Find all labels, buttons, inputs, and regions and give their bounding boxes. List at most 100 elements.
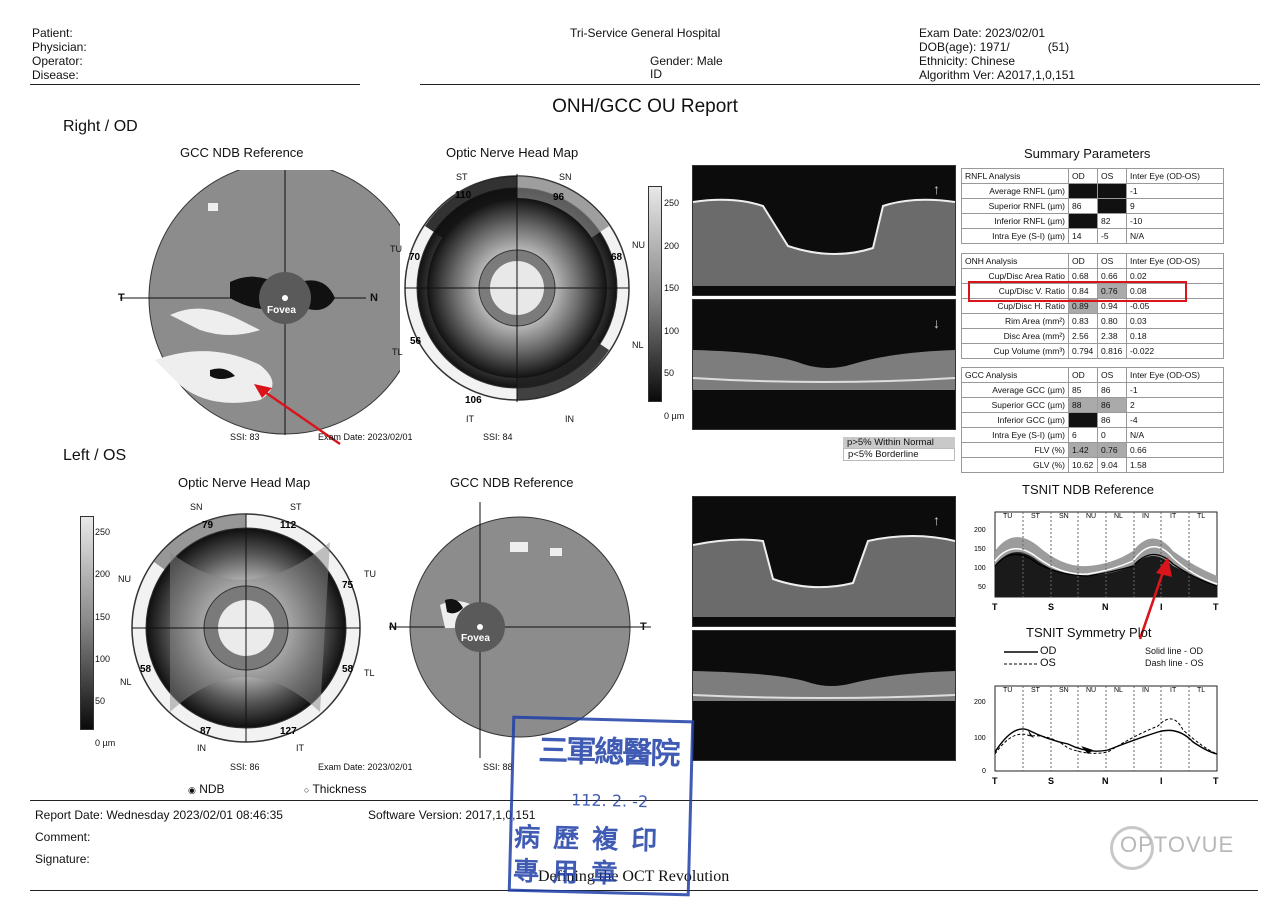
onh-head-3: Inter Eye (OD-OS)	[1126, 253, 1224, 269]
gcc-head-0: GCC Analysis	[961, 367, 1069, 383]
os-scale-250: 250	[95, 527, 111, 537]
rnfl-r0-c3: -1	[1126, 183, 1224, 199]
sym-sector-6: IT	[1170, 687, 1177, 694]
onh-r4-c2: 2.38	[1097, 328, 1127, 344]
ndb-sector-7: TL	[1197, 513, 1205, 520]
patient-label: Patient:	[32, 26, 73, 40]
gcc-r5-c3: 1.58	[1126, 457, 1224, 473]
os-onh-map: 79 112 75 58 58 87 127	[131, 513, 361, 743]
sym-solid-key: Solid line - OD	[1145, 646, 1204, 656]
rnfl-r3-c0: Intra Eye (S-I) (µm)	[961, 228, 1069, 244]
thickness-radio[interactable]: ○ Thickness	[304, 782, 367, 796]
rnfl-r3-c1: 14	[1068, 228, 1098, 244]
ndb-sector-2: SN	[1059, 513, 1069, 520]
gcc-r4-c1: 1.42	[1068, 442, 1098, 458]
gcc-r3-c2: 0	[1097, 427, 1127, 443]
od-gcc-ndb-map: Fovea	[120, 170, 400, 435]
onh-r4-c0: Disc Area (mm²)	[961, 328, 1069, 344]
os-value-it: 127	[280, 726, 297, 737]
os-scale-50: 50	[95, 696, 106, 707]
sym-x-t2: T	[1213, 776, 1219, 786]
id-label: ID	[650, 67, 662, 81]
sym-sector-1: ST	[1031, 687, 1041, 694]
rnfl-r2-c0: Inferior RNFL (µm)	[961, 213, 1069, 229]
os-value-sn: 79	[202, 520, 214, 531]
rnfl-table: RNFL Analysis OD OS Inter Eye (OD-OS) Av…	[961, 168, 1224, 244]
os-scale-0: 0 µm	[95, 738, 116, 749]
gcc-table: GCC Analysis OD OS Inter Eye (OD-OS) Ave…	[961, 367, 1224, 473]
od-scale-150: 150	[664, 283, 680, 293]
algorithm-version: Algorithm Ver: A2017,1,0,151	[919, 68, 1076, 82]
od-exam-date: Exam Date: 2023/02/01	[318, 432, 413, 442]
od-sector-in: IN	[565, 414, 574, 424]
physician-label: Physician:	[32, 40, 87, 54]
gcc-r2-c3: -4	[1126, 412, 1224, 428]
os-sector-nu: NU	[118, 574, 131, 584]
od-gcc-title: GCC NDB Reference	[180, 145, 304, 160]
ndb-x-t2: T	[1213, 602, 1219, 612]
os-fovea-label: Fovea	[461, 633, 490, 644]
os-t-label: T	[640, 621, 647, 633]
onh-r4-c1: 2.56	[1068, 328, 1098, 344]
os-n-label: N	[389, 621, 397, 633]
ndb-legend: p>5% Within Normal p<5% Borderline	[843, 437, 955, 461]
sym-x-i: I	[1160, 776, 1163, 786]
os-bscan-onh: ↑	[692, 496, 956, 627]
od-ssi-gcc: SSI: 83	[230, 432, 260, 442]
sym-od-label: OD	[1040, 645, 1057, 657]
rnfl-head-0: RNFL Analysis	[961, 168, 1069, 184]
os-ssi-gcc: SSI: 88	[483, 762, 513, 772]
gcc-r2-c0: Inferior GCC (µm)	[961, 412, 1069, 428]
onh-r4-c3: 0.18	[1126, 328, 1224, 344]
sym-os-label: OS	[1040, 657, 1056, 669]
ethnicity: Ethnicity: Chinese	[919, 54, 1016, 68]
onh-r3-c0: Rim Area (mm²)	[961, 313, 1069, 329]
od-scale-ticks: 250 200 150 100 50 0 µm	[664, 182, 684, 437]
os-scale-200: 200	[95, 569, 111, 580]
thickness-label: Thickness	[312, 782, 367, 796]
gcc-r1-c3: 2	[1126, 397, 1224, 413]
tsnit-sym-chart: TU ST SN NU NL IN IT TL 200 100 0 T S N …	[974, 685, 1219, 786]
od-scale-0: 0 µm	[664, 410, 685, 421]
sym-line-legend	[1004, 651, 1038, 665]
od-value-tl: 56	[410, 336, 422, 347]
od-sector-st: ST	[456, 172, 468, 182]
report-date: Report Date: Wednesday 2023/02/01 08:46:…	[35, 808, 283, 822]
os-sector-nl: NL	[120, 677, 132, 687]
onh-r3-c2: 0.80	[1097, 313, 1127, 329]
os-gcc-ndb-map: Fovea	[389, 502, 651, 758]
gcc-head-2: OS	[1097, 367, 1127, 383]
ndb-radio[interactable]: ◉ NDB	[188, 782, 228, 796]
rnfl-head-2: OS	[1097, 168, 1127, 184]
os-sector-sn: SN	[190, 502, 203, 512]
ndb-x-t1: T	[992, 602, 998, 612]
gcc-r1-c1: 88	[1068, 397, 1098, 413]
sym-sector-3: NU	[1086, 687, 1096, 694]
dob: DOB(age): 1971/	[919, 40, 1010, 54]
sym-sector-7: TL	[1197, 687, 1205, 694]
sym-y-100: 100	[974, 735, 986, 742]
operator-label: Operator:	[32, 54, 83, 68]
od-sector-nu: NU	[632, 240, 645, 250]
os-value-st: 112	[280, 520, 297, 531]
od-value-nu: 68	[611, 252, 623, 263]
header-rule-left	[30, 84, 360, 85]
onh-r5-c0: Cup Volume (mm³)	[961, 343, 1069, 359]
stamp-date: 112. 2. -2	[570, 790, 649, 812]
od-sector-nl: NL	[632, 340, 644, 350]
od-fovea-label: Fovea	[267, 305, 296, 316]
onh-r3-c1: 0.83	[1068, 313, 1098, 329]
rnfl-head-1: OD	[1068, 168, 1098, 184]
rnfl-r1-c0: Superior RNFL (µm)	[961, 198, 1069, 214]
display-mode-options: ◉ NDB ○ Thickness	[188, 782, 366, 796]
cup-disc-v-ratio-highlight	[968, 281, 1187, 302]
od-sector-sn: SN	[559, 172, 572, 182]
tsnit-ndb-chart: TU ST SN NU NL IN IT TL 200 150 100 50 T…	[974, 511, 1219, 612]
od-thickness-scale	[648, 186, 662, 402]
gcc-r4-c3: 0.66	[1126, 442, 1224, 458]
sym-x-n: N	[1102, 776, 1109, 786]
od-scale-200: 200	[664, 240, 680, 251]
gcc-r2-c2: 86	[1097, 412, 1127, 428]
ndb-y-150: 150	[974, 546, 986, 553]
report-title: ONH/GCC OU Report	[552, 96, 738, 117]
